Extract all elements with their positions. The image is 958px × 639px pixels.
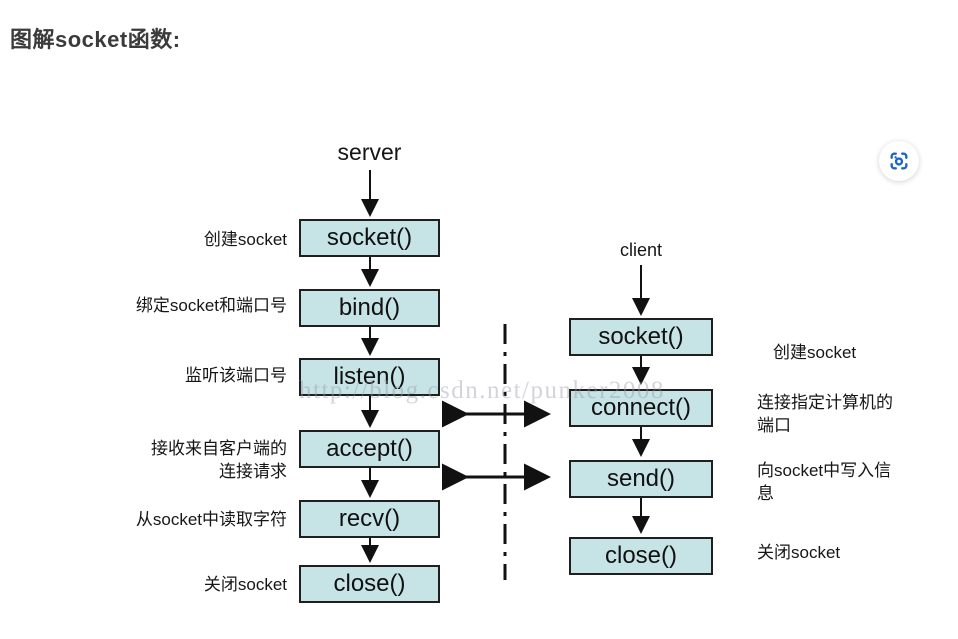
- client-socket-box: socket(): [569, 318, 713, 356]
- screenshot-camera-icon: [890, 152, 908, 170]
- watermark-text: http://blog.csdn.net/punker2008: [299, 377, 665, 404]
- label-client-send: 向socket中写入信 息: [757, 459, 952, 505]
- label-server-recv: 从socket中读取字符: [135, 510, 287, 529]
- page-title: 图解socket函数:: [10, 27, 181, 52]
- server-socket-box: socket(): [299, 219, 440, 257]
- client-close-box: close(): [569, 537, 713, 575]
- server-listen-box: listen(): [299, 358, 440, 396]
- label-line: 端口: [757, 416, 791, 435]
- label-line: 接收来自客户端的: [151, 439, 287, 458]
- label-server-bind: 绑定socket和端口号: [135, 296, 287, 315]
- client-send-box: send(): [569, 460, 713, 498]
- label-server-accept: 接收来自客户端的 连接请求: [60, 437, 287, 483]
- label-line: 连接指定计算机的: [757, 393, 893, 412]
- server-column-title: server: [337, 139, 402, 165]
- label-server-socket: 创建socket: [203, 230, 287, 249]
- server-recv-box: recv(): [299, 500, 440, 538]
- label-line: 连接请求: [219, 462, 287, 481]
- client-connect-box: connect(): [569, 389, 713, 427]
- label-line: 息: [757, 484, 774, 503]
- label-line: 向socket中写入信: [757, 461, 892, 480]
- communication-arrows: [442, 400, 551, 491]
- label-client-close: 关闭socket: [757, 543, 841, 562]
- label-server-listen: 监听该端口号: [185, 366, 287, 385]
- server-bind-box: bind(): [299, 289, 440, 327]
- server-accept-box: accept(): [299, 430, 440, 468]
- server-close-box: close(): [299, 565, 440, 603]
- label-client-socket: 创建socket: [773, 343, 857, 362]
- label-server-close: 关闭socket: [203, 575, 287, 594]
- screenshot-button[interactable]: [879, 141, 919, 181]
- client-column-title: client: [619, 240, 663, 260]
- label-client-connect: 连接指定计算机的 端口: [757, 391, 952, 437]
